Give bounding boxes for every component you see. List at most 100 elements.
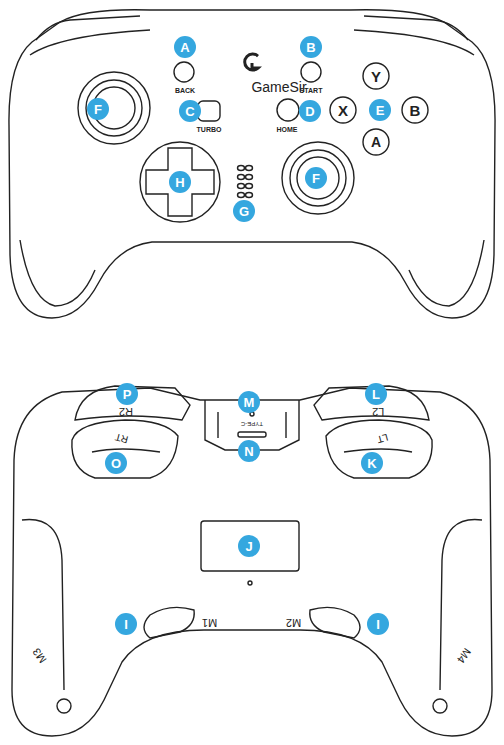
left-trigger [326, 420, 432, 478]
right-stick-base [282, 142, 354, 214]
callout-letter: F [94, 103, 102, 116]
button-glyph: A [371, 135, 381, 149]
callout-circle: F [87, 98, 109, 120]
callout-circle: H [169, 171, 191, 193]
callout-circle: K [361, 452, 383, 474]
button-label: M1 [202, 617, 217, 628]
right-shoulder [354, 16, 474, 55]
right-stick-top [297, 157, 339, 199]
front-view [9, 10, 495, 318]
callout-circle: N [238, 440, 260, 462]
callout-circle: E [369, 99, 391, 121]
printed-label: GameSir [251, 80, 306, 94]
printed-label: TYPE-C [241, 421, 263, 427]
left-shoulder [30, 16, 150, 55]
screw [57, 699, 71, 713]
callout-circle: P [116, 383, 138, 405]
printed-label: HOME [277, 126, 298, 133]
callout-circle: J [238, 535, 260, 557]
button-label: LT [375, 432, 388, 444]
callout-letter: M [244, 396, 255, 409]
callout-circle: L [365, 383, 387, 405]
button-label: R2 [119, 406, 133, 417]
left-grip-line [20, 240, 95, 306]
led [238, 175, 245, 180]
button-label: M2 [286, 617, 301, 628]
right-stick [290, 150, 346, 206]
right-grip-line [409, 240, 484, 306]
dpad-ring [140, 142, 220, 222]
back-panel [201, 521, 299, 571]
home-button [277, 99, 299, 121]
callout-letter: C [185, 105, 194, 118]
callout-letter: L [372, 388, 380, 401]
x-button [330, 97, 356, 123]
back-body [12, 388, 492, 736]
callout-circle: O [105, 452, 127, 474]
right-trigger [72, 420, 178, 478]
printed-label: START [300, 87, 323, 94]
button-label: RT [114, 431, 129, 444]
usb-port [238, 432, 266, 437]
callout-circle: I [115, 613, 137, 635]
right-grip-seam [440, 520, 482, 691]
left-stick [86, 80, 142, 136]
y-button [363, 63, 389, 89]
brand-logo [245, 54, 258, 70]
callout-letter: I [124, 618, 128, 631]
callout-letter: B [306, 41, 315, 54]
callout-letter: J [245, 540, 252, 553]
back-view [12, 386, 492, 736]
led [238, 193, 245, 198]
start-button [301, 62, 321, 82]
callout-circle: B [300, 36, 322, 58]
led [246, 166, 253, 171]
callout-circle: A [174, 36, 196, 58]
callout-letter: K [367, 457, 376, 470]
button-label: M3 [31, 646, 49, 665]
left-stick-base [78, 72, 150, 144]
callout-letter: H [175, 176, 184, 189]
callout-letter: G [239, 205, 249, 218]
left-grip-seam [22, 520, 64, 691]
back-button [174, 62, 194, 82]
m2-paddle [310, 607, 360, 638]
callout-circle: C [179, 100, 201, 122]
led [246, 184, 253, 189]
led [238, 184, 245, 189]
callout-circle: F [305, 167, 327, 189]
callout-letter: D [305, 105, 314, 118]
callout-letter: I [376, 618, 380, 631]
m1-paddle [144, 607, 194, 638]
front-body [9, 10, 495, 318]
left-trigger-inner [344, 449, 412, 452]
callout-letter: F [312, 172, 320, 185]
left-stick-top [93, 87, 135, 129]
turbo-button [198, 101, 220, 121]
led-indicators [238, 166, 253, 198]
button-label: M4 [455, 646, 473, 665]
led [246, 175, 253, 180]
callout-circle: G [233, 200, 255, 222]
callout-letter: P [123, 388, 132, 401]
callout-circle: I [367, 613, 389, 635]
callout-letter: O [111, 457, 121, 470]
callout-letter: A [180, 41, 189, 54]
panel-hole [248, 581, 252, 585]
dpad [146, 148, 214, 216]
button-label: L2 [372, 406, 384, 417]
callout-circle: M [238, 391, 260, 413]
a-button [363, 129, 389, 155]
callout-circle: D [299, 100, 321, 122]
button-glyph: X [338, 103, 348, 118]
right-trigger-inner [92, 449, 160, 452]
b-button [402, 97, 428, 123]
screw [433, 699, 447, 713]
callout-letter: E [376, 104, 385, 117]
printed-label: BACK [175, 87, 195, 94]
printed-label: TURBO [197, 126, 222, 133]
led [238, 166, 245, 171]
led [246, 193, 253, 198]
